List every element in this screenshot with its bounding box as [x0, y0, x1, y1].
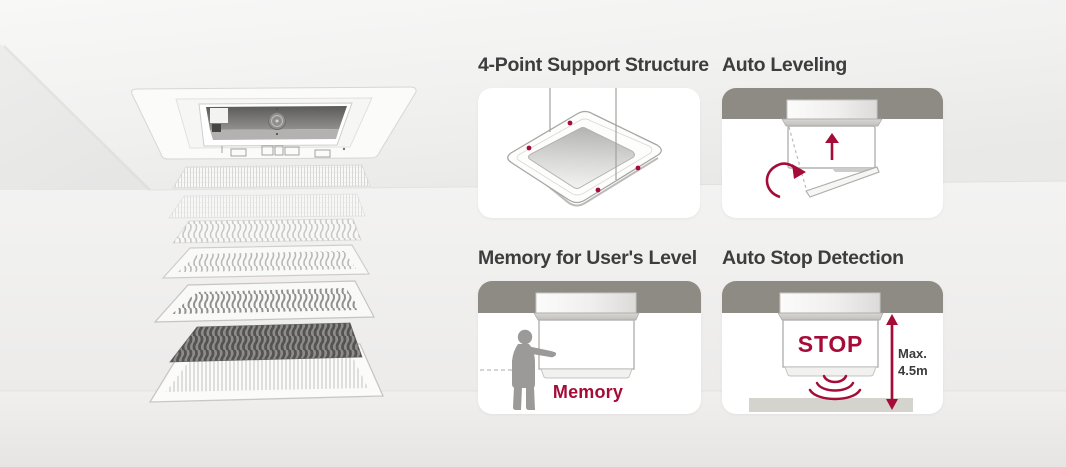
- filter-layer-wavy-2: [161, 244, 371, 279]
- signal-waves-icon: [808, 374, 862, 401]
- unit-collar: [777, 312, 884, 321]
- measure-arrow-icon: [886, 314, 898, 410]
- memory-label: Memory: [552, 382, 624, 402]
- tilt-guide-dashed-line: [788, 126, 808, 193]
- auto-leveling-illustration: [722, 88, 943, 199]
- filter-layer-wavy-1: [172, 218, 362, 244]
- panel-thickness-edge: [510, 155, 659, 207]
- feature-card-autostop: STOP Max. 4.5m: [722, 281, 943, 414]
- unit-top-box: [786, 99, 878, 120]
- tilted-panel: [805, 166, 880, 198]
- floor-obstacle-bar: [749, 398, 913, 412]
- brand-emblem-icon: [268, 107, 286, 136]
- auto-stop-illustration: [722, 281, 943, 412]
- up-arrow-icon: [825, 133, 839, 160]
- feature-title-leveling: Auto Leveling: [722, 54, 848, 76]
- max-height-line1: Max.: [898, 346, 927, 361]
- filter-layer-dark-filter: [169, 322, 363, 363]
- unit-collar: [533, 312, 640, 321]
- cassette-main-unit: [131, 86, 417, 160]
- exploded-cassette-illustration: [131, 86, 417, 403]
- unit-top-box: [535, 292, 637, 314]
- unit-body: [538, 319, 635, 370]
- filter-layer-wavy-3: [153, 280, 375, 323]
- max-height-line2: 4.5m: [898, 363, 928, 378]
- stop-label: STOP: [797, 331, 864, 357]
- rotate-ccw-arrow-icon: [765, 162, 806, 199]
- feature-card-leveling: [722, 88, 943, 218]
- unit-bottom-lip: [540, 368, 633, 379]
- person-silhouette: [512, 329, 556, 410]
- feature-title-support: 4-Point Support Structure: [478, 54, 709, 76]
- filter-layer-mesh-2: [168, 193, 366, 219]
- unit-collar: [781, 118, 883, 127]
- feature-title-memory: Memory for User's Level: [478, 247, 697, 269]
- max-height-label: Max. 4.5m: [898, 345, 942, 379]
- filter-layer-mesh-1: [172, 164, 371, 189]
- feature-title-autostop: Auto Stop Detection: [722, 247, 904, 269]
- memory-level-illustration: [478, 281, 701, 410]
- vent-controls: [221, 145, 346, 158]
- feature-card-support: [478, 88, 700, 218]
- support-structure-illustration: [507, 88, 662, 207]
- corner-line: [3, 45, 151, 191]
- suspended-panel-inner: [528, 127, 635, 189]
- panel-rim-groove: [516, 118, 653, 196]
- unit-top-box: [779, 292, 881, 314]
- unit-bottom-lip: [784, 366, 877, 377]
- anchor-point-dots: [526, 120, 641, 193]
- unit-body: [782, 319, 879, 368]
- feature-card-memory: Memory: [478, 281, 701, 414]
